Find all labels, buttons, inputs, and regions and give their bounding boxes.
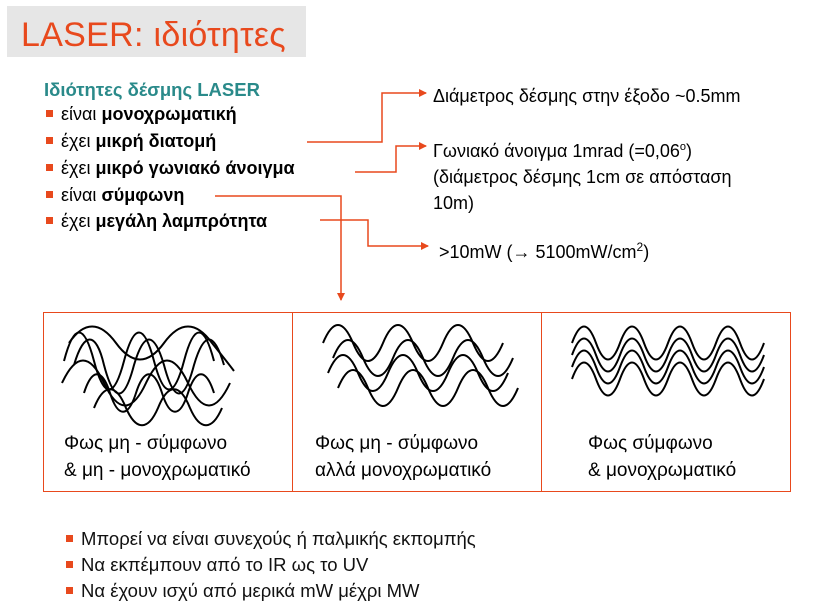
caption-incoherent-polychromatic: Φως μη - σύμφωνο & μη - μονοχρωματικό [64, 433, 251, 481]
note-diameter: Διάμετρος δέσμης στην έξοδο ~0.5mm [433, 86, 741, 106]
bullet-square [46, 216, 53, 224]
property-monochromatic: είναι μονοχρωματική [46, 104, 237, 125]
panel-coherent-monochromatic: Φως σύμφωνο & μονοχρωματικό [541, 313, 790, 491]
bullet-square [66, 560, 73, 568]
properties-heading: Ιδιότητες δέσμης LASER [44, 79, 260, 100]
bullet-square [66, 586, 73, 594]
waves-random-illustration [61, 325, 235, 427]
note-angle-line3: 10m) [433, 193, 475, 213]
panel-incoherent-monochromatic: Φως μη - σύμφωνο αλλά μονοχρωματικό [292, 313, 541, 491]
bullet-square [46, 163, 53, 171]
caption-coherent-monochromatic: Φως σύμφωνο & μονοχρωματικό [588, 433, 737, 481]
note-angle: Γωνιακό άνοιγμα 1mrad (=0,06ο) (διάμετρο… [433, 134, 732, 216]
bullet-square [46, 190, 53, 198]
property-small-cross-section: έχει μικρή διατομή [46, 131, 216, 152]
bullet-square [66, 534, 73, 542]
arrow-right-icon: → [512, 242, 531, 262]
arrow-monochromatic-to-diameter [307, 89, 427, 143]
note-angle-line2: (διάμετρος δέσμης 1cm σε απόσταση [433, 167, 732, 187]
property-coherent: είναι σύμφωνη [46, 185, 184, 206]
panel-incoherent-polychromatic: Φως μη - σύμφωνο & μη - μονοχρωματικό [44, 313, 292, 491]
arrow-coherent-to-panels [215, 195, 345, 301]
arrow-divergence-to-angle [355, 142, 427, 173]
footer-item-emission: Μπορεί να είναι συνεχούς ή παλμικής εκπο… [66, 528, 476, 550]
caption-incoherent-monochromatic: Φως μη - σύμφωνο αλλά μονοχρωματικό [315, 433, 492, 481]
footer-item-power: Να έχουν ισχύ από μερικά mW μέχρι MW [66, 580, 420, 602]
footer-item-spectrum: Να εκπέμπουν από το IR ως το UV [66, 554, 368, 576]
bullet-square [46, 136, 53, 144]
note-angle-line1: Γωνιακό άνοιγμα 1mrad (=0,06ο) [433, 141, 693, 161]
waves-in-phase-illustration [571, 325, 765, 397]
note-brightness: >10mW (→ 5100mW/cm2) [439, 240, 650, 262]
arrow-brightness-to-value [320, 219, 429, 250]
light-types-panels: Φως μη - σύμφωνο & μη - μονοχρωματικό Φω… [43, 312, 791, 492]
property-small-divergence: έχει μικρό γωνιακό άνοιγμα [46, 158, 295, 179]
waves-same-frequency-illustration [322, 324, 519, 407]
title-box: LASER: ιδιότητες [7, 6, 306, 57]
page-title: LASER: ιδιότητες [21, 16, 286, 54]
bullet-square [46, 109, 53, 117]
property-high-brightness: έχει μεγάλη λαμπρότητα [46, 211, 267, 232]
